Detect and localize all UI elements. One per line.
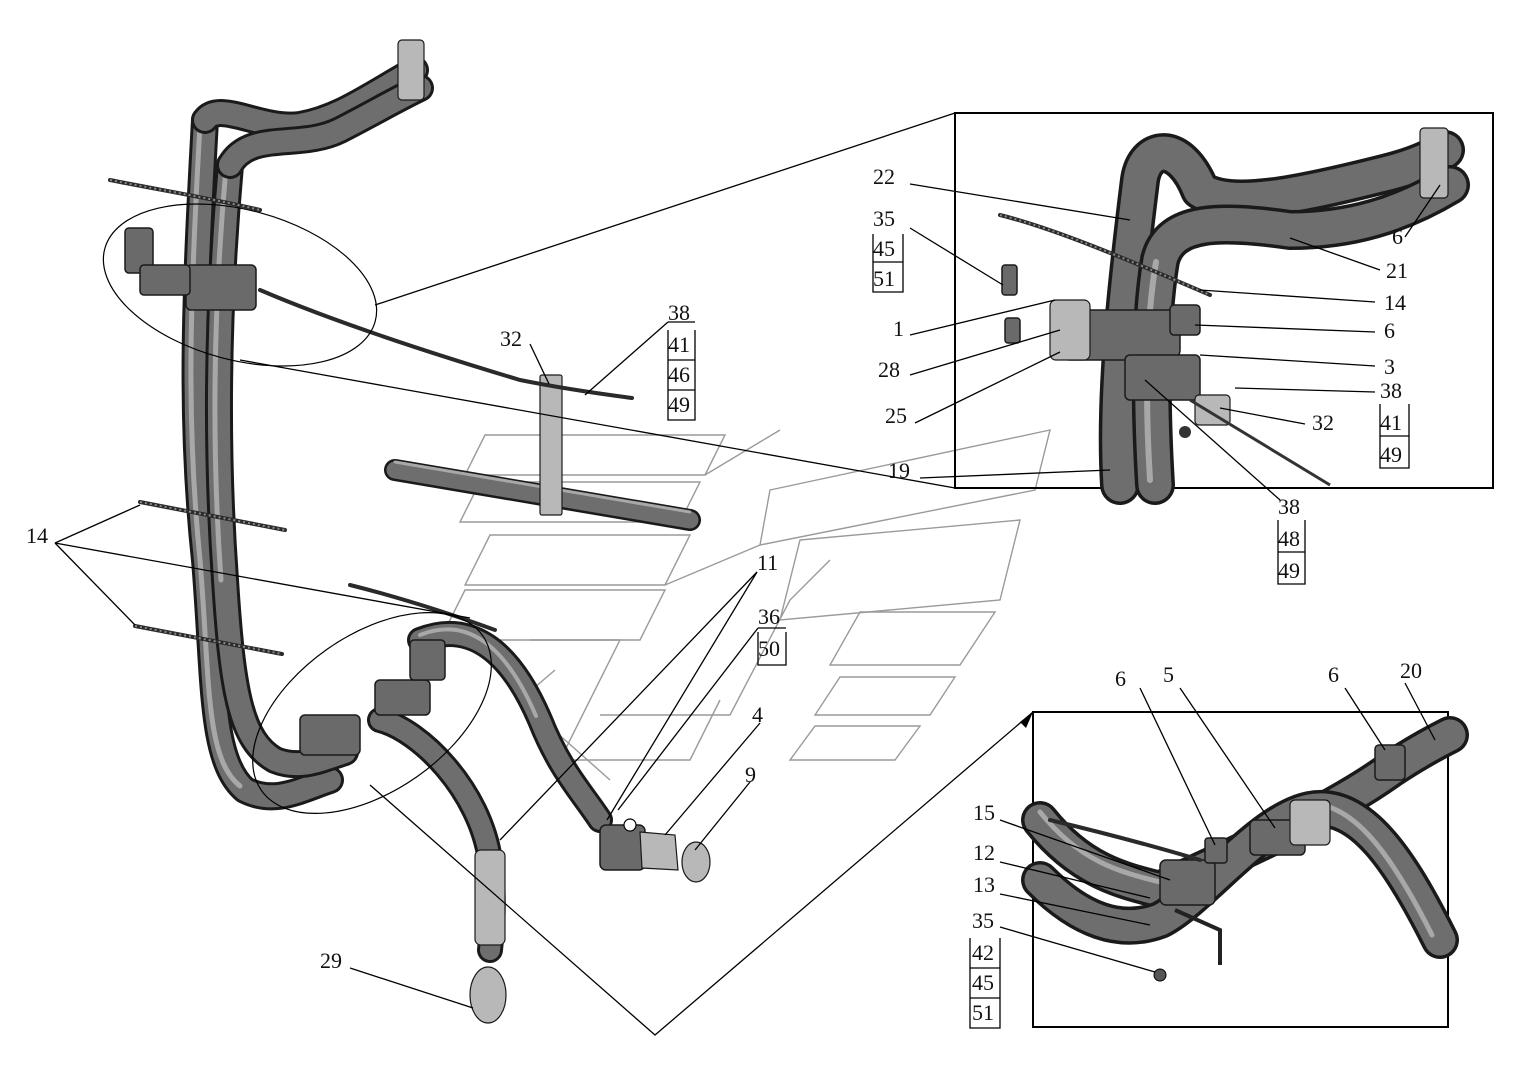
inset-top-callout-48: 48 bbox=[1278, 526, 1300, 551]
inset-top-callout-3: 3 bbox=[1384, 354, 1395, 379]
callout-labels-main: 14 32 11 29 9 4 38 41 46 49 36 50 bbox=[26, 300, 780, 973]
inset-top-callout-38a: 38 bbox=[1380, 378, 1402, 403]
inset-top-callout-45: 45 bbox=[873, 236, 895, 261]
inset-top-callout-35: 35 bbox=[873, 206, 895, 231]
callout-41: 41 bbox=[668, 332, 690, 357]
inset-bottom-callout-20: 20 bbox=[1400, 658, 1422, 683]
inset-top-drawing bbox=[998, 127, 1470, 505]
callout-11: 11 bbox=[757, 550, 778, 575]
inset-top-callout-41: 41 bbox=[1380, 410, 1402, 435]
inset-top-callout-25: 25 bbox=[885, 403, 907, 428]
callout-4: 4 bbox=[752, 702, 763, 727]
callout-32: 32 bbox=[500, 326, 522, 351]
callout-labels-inset-bottom: 6 5 6 20 15 12 13 35 42 45 51 bbox=[972, 658, 1422, 1025]
inset-top-callout-38b: 38 bbox=[1278, 494, 1300, 519]
leader-lines bbox=[54, 183, 1441, 1009]
inset-bottom-callout-45: 45 bbox=[972, 970, 994, 995]
inset-bottom-callout-6a: 6 bbox=[1115, 666, 1126, 691]
inset-top-callout-28: 28 bbox=[878, 357, 900, 382]
callout-50: 50 bbox=[758, 636, 780, 661]
inset-top-callout-19: 19 bbox=[888, 458, 910, 483]
inset-top-callout-22: 22 bbox=[873, 164, 895, 189]
callout-46: 46 bbox=[668, 362, 690, 387]
inset-top-callout-51: 51 bbox=[873, 266, 895, 291]
inset-bottom-callout-5: 5 bbox=[1163, 662, 1174, 687]
callout-9: 9 bbox=[745, 762, 756, 787]
ghost-outlines bbox=[438, 429, 1051, 781]
callout-36: 36 bbox=[758, 604, 780, 629]
inset-top-callout-6-top: 6 bbox=[1392, 224, 1403, 249]
inset-top-callout-14: 14 bbox=[1384, 290, 1406, 315]
inset-bottom-callout-35: 35 bbox=[972, 908, 994, 933]
inset-bottom-drawing bbox=[1021, 716, 1469, 982]
callout-49: 49 bbox=[668, 392, 690, 417]
inset-bottom-callout-51: 51 bbox=[972, 1000, 994, 1025]
inset-top-frame bbox=[954, 112, 1494, 489]
inset-top-callout-6: 6 bbox=[1384, 318, 1395, 343]
inset-bottom-callout-13: 13 bbox=[973, 872, 995, 897]
callout-labels-inset-top: 22 1 28 25 19 21 14 6 3 32 6 35 45 51 38… bbox=[873, 164, 1408, 583]
inset-top-callout-49a: 49 bbox=[1380, 442, 1402, 467]
inset-top-callout-21: 21 bbox=[1386, 258, 1408, 283]
callout-38: 38 bbox=[668, 300, 690, 325]
inset-bottom-callout-42: 42 bbox=[972, 940, 994, 965]
inset-top-callout-32: 32 bbox=[1312, 410, 1334, 435]
callout-14: 14 bbox=[26, 523, 48, 548]
callout-29: 29 bbox=[320, 948, 342, 973]
main-pipe-assembly bbox=[102, 39, 711, 1024]
inset-top-callout-1: 1 bbox=[893, 316, 904, 341]
inset-bottom-callout-6b: 6 bbox=[1328, 662, 1339, 687]
inset-bottom-callout-15: 15 bbox=[973, 800, 995, 825]
inset-top-callout-49b: 49 bbox=[1278, 558, 1300, 583]
stack-boxes bbox=[667, 234, 1410, 1029]
inset-bottom-callout-12: 12 bbox=[973, 840, 995, 865]
